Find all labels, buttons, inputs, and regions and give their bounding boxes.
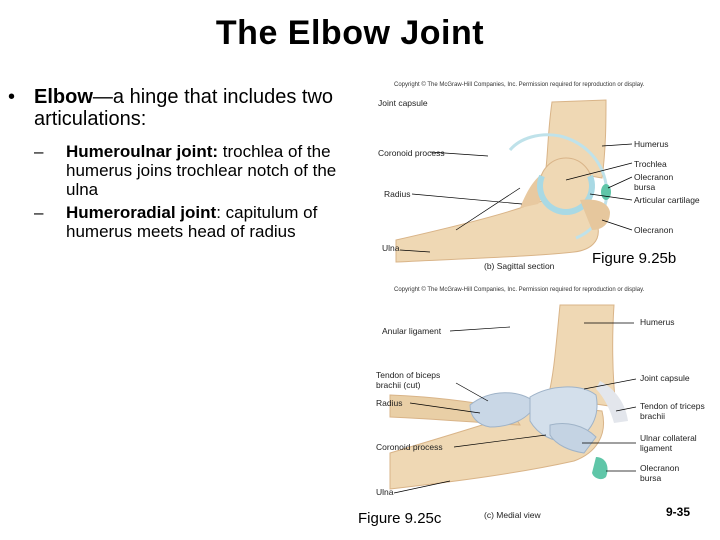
label-olecranon: Olecranon xyxy=(634,225,674,235)
figure-9-25c-label: Figure 9.25c xyxy=(358,510,442,527)
label-tendon-biceps: Tendon of biceps brachii (cut) xyxy=(376,370,441,390)
label-trochlea: Trochlea xyxy=(634,159,667,169)
sub-bullet-humeroulnar-text: trochlea of the humerus joins trochlear … xyxy=(66,142,337,199)
label-articular-cartilage: Articular cartilage xyxy=(634,195,700,205)
label-coronoid-process: Coronoid process xyxy=(378,148,445,158)
sub-bullet-humeroradial-term: Humeroradial joint xyxy=(66,203,217,222)
label-joint-capsule: Joint capsule xyxy=(378,98,428,108)
sub-bullet-dash: – xyxy=(34,142,44,161)
bullet-list: • Elbow—a hinge that includes two articu… xyxy=(8,86,360,241)
label-joint-capsule: Joint capsule xyxy=(640,373,690,383)
label-tendon-triceps: Tendon of triceps brachii xyxy=(640,401,705,421)
bullet-dot: • xyxy=(8,86,16,108)
label-ulna: Ulna xyxy=(376,487,394,497)
label-humerus: Humerus xyxy=(640,317,675,327)
sagittal-illustration xyxy=(395,99,633,263)
figure-medial-view: Copyright © The McGraw-Hill Companies, I… xyxy=(358,285,715,530)
sub-bullet-humeroulnar: – Humeroulnar joint: trochlea of the hum… xyxy=(8,142,360,199)
bullet-elbow: • Elbow—a hinge that includes two articu… xyxy=(8,86,360,130)
sagittal-section-caption: (b) Sagittal section xyxy=(484,261,555,271)
sagittal-copyright: Copyright © The McGraw-Hill Companies, I… xyxy=(394,82,645,88)
page-number: 9-35 xyxy=(666,505,691,519)
label-olecranon-bursa: Olecranon bursa xyxy=(634,172,674,192)
medial-illustration xyxy=(389,304,637,494)
bullet-elbow-text: —a hinge that includes two articulations… xyxy=(34,86,334,130)
sagittal-leader-lines xyxy=(399,143,633,253)
figure-9-25b-label: Figure 9.25b xyxy=(592,250,677,267)
medial-copyright: Copyright © The McGraw-Hill Companies, I… xyxy=(394,287,645,293)
medial-view-caption: (c) Medial view xyxy=(484,510,541,520)
medial-leader-lines xyxy=(393,322,637,494)
sub-bullet-humeroulnar-term: Humeroulnar joint: xyxy=(66,142,219,161)
label-radius: Radius xyxy=(384,189,411,199)
slide-title: The Elbow Joint xyxy=(215,14,485,52)
sub-bullet-humeroradial-text: : capitulum of humerus meets head of rad… xyxy=(66,203,318,241)
bullet-elbow-term: Elbow xyxy=(34,86,93,108)
sub-bullet-dash: – xyxy=(34,203,44,222)
label-olecranon-bursa: Olecranon bursa xyxy=(640,463,680,483)
label-coronoid-process: Coronoid process xyxy=(376,442,443,452)
label-ulna: Ulna xyxy=(382,243,400,253)
label-humerus: Humerus xyxy=(634,139,669,149)
figure-sagittal-section: Copyright © The McGraw-Hill Companies, I… xyxy=(370,80,715,280)
label-radius: Radius xyxy=(376,398,403,408)
label-ulnar-collateral-ligament: Ulnar collateral ligament xyxy=(640,433,697,453)
label-anular-ligament: Anular ligament xyxy=(382,326,442,336)
sub-bullet-humeroradial: – Humeroradial joint: capitulum of humer… xyxy=(8,203,360,241)
